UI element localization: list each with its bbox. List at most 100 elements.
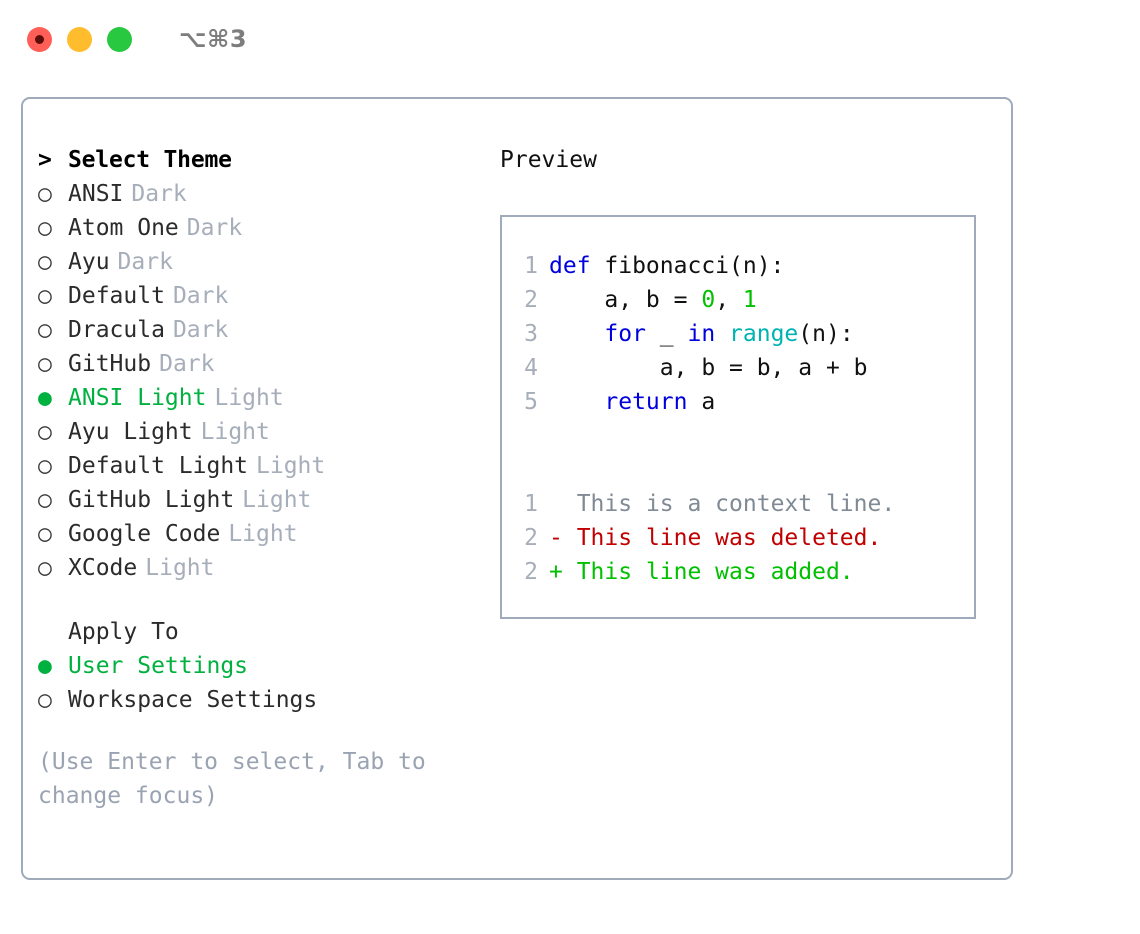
code-token	[549, 389, 604, 415]
code-token: 1	[742, 287, 757, 313]
code-token: for	[604, 321, 646, 347]
theme-name: Default	[68, 283, 165, 309]
diff-sign: +	[549, 559, 577, 585]
theme-name: ANSI Light	[68, 385, 207, 411]
code-token: 0	[701, 287, 716, 313]
diff-text: This line was deleted.	[576, 525, 882, 551]
diff-text: This line was added.	[576, 559, 854, 585]
radio-selected-icon[interactable]: ●	[38, 653, 52, 679]
apply-to-marker-placeholder: ○	[38, 621, 68, 644]
code-token: a, b = b, a + b	[549, 355, 868, 381]
radio-unselected-icon[interactable]: ○	[38, 521, 52, 547]
apply-to-item[interactable]: ●User Settings	[38, 653, 483, 687]
theme-mode-badge: Light	[214, 385, 284, 411]
theme-list-item[interactable]: ○ Default Light Light	[38, 453, 483, 487]
traffic-lights	[27, 26, 132, 52]
theme-name: XCode	[68, 555, 138, 581]
radio-unselected-icon[interactable]: ○	[38, 351, 52, 377]
theme-list-item[interactable]: ○ Ayu Light Light	[38, 419, 483, 453]
theme-list-item[interactable]: ○ Google Code Light	[38, 521, 483, 555]
code-token: fibonacci(n):	[604, 253, 785, 279]
code-line: 5 return a	[516, 385, 895, 419]
radio-selected-icon[interactable]: ●	[38, 385, 52, 411]
code-line: 4 a, b = b, a + b	[516, 351, 895, 385]
theme-mode-badge: Light	[256, 453, 326, 479]
select-theme-title: Select Theme	[68, 147, 232, 173]
caret-icon: >	[38, 147, 52, 173]
apply-to-list: ●User Settings○Workspace Settings	[38, 653, 483, 721]
code-gap-line	[516, 453, 895, 487]
theme-name: ANSI	[68, 181, 124, 207]
close-icon[interactable]	[27, 26, 52, 52]
theme-name: Ayu Light	[68, 419, 193, 445]
code-token: _	[645, 321, 688, 347]
select-theme-header: > Select Theme	[38, 147, 483, 181]
line-number: 2	[524, 559, 538, 585]
code-token	[715, 321, 729, 347]
radio-unselected-icon[interactable]: ○	[38, 249, 52, 275]
theme-mode-badge: Light	[228, 521, 298, 547]
radio-unselected-icon[interactable]: ○	[38, 215, 52, 241]
apply-to-header: ○ Apply To	[38, 619, 483, 653]
theme-mode-badge: Light	[145, 555, 215, 581]
theme-list-item[interactable]: ● ANSI Light Light	[38, 385, 483, 419]
theme-mode-badge: Dark	[159, 351, 215, 377]
diff-line: 2- This line was deleted.	[516, 521, 895, 555]
radio-unselected-icon[interactable]: ○	[38, 555, 52, 581]
theme-list-item[interactable]: ○ XCode Light	[38, 555, 483, 589]
diff-text: This is a context line.	[576, 491, 896, 517]
code-token: return	[604, 389, 688, 415]
code-token: a, b =	[549, 287, 702, 313]
apply-to-title: Apply To	[68, 619, 179, 645]
line-number: 2	[524, 525, 538, 551]
window-titlebar: ⌥⌘3	[0, 0, 1140, 78]
preview-title: Preview	[500, 147, 597, 173]
code-token: ,	[715, 287, 743, 313]
line-number: 2	[524, 287, 538, 313]
code-token: a	[687, 389, 716, 415]
code-line: 2 a, b = 0, 1	[516, 283, 895, 317]
theme-mode-badge: Dark	[131, 181, 187, 207]
theme-list-item[interactable]: ○ GitHub Dark	[38, 351, 483, 385]
maximize-icon[interactable]	[107, 26, 132, 52]
radio-unselected-icon[interactable]: ○	[38, 317, 52, 343]
radio-unselected-icon[interactable]: ○	[38, 487, 52, 513]
minimize-icon[interactable]	[67, 26, 92, 52]
code-line: 3 for _ in range(n):	[516, 317, 895, 351]
theme-name: GitHub	[68, 351, 152, 377]
theme-mode-badge: Dark	[186, 215, 243, 241]
radio-unselected-icon[interactable]: ○	[38, 453, 52, 479]
line-number: 3	[524, 321, 538, 347]
apply-to-item[interactable]: ○Workspace Settings	[38, 687, 483, 721]
section-spacer	[38, 589, 483, 619]
code-token: (n):	[798, 321, 854, 347]
code-token: in	[687, 321, 716, 347]
radio-unselected-icon[interactable]: ○	[38, 181, 52, 207]
theme-name: Ayu	[68, 249, 110, 275]
theme-list-item[interactable]: ○ Default Dark	[38, 283, 483, 317]
theme-name: Dracula	[68, 317, 165, 343]
diff-sign: -	[549, 525, 577, 551]
code-token	[549, 321, 604, 347]
code-token: def	[549, 253, 605, 279]
keyboard-hint-text: (Use Enter to select, Tab to change focu…	[38, 749, 440, 809]
radio-unselected-icon[interactable]: ○	[38, 419, 52, 445]
hint-spacer	[38, 721, 483, 739]
theme-name: Default Light	[68, 453, 249, 479]
theme-name: Google Code	[68, 521, 221, 547]
theme-list-item[interactable]: ○ ANSI Dark	[38, 181, 483, 215]
radio-unselected-icon[interactable]: ○	[38, 283, 52, 309]
theme-mode-badge: Dark	[172, 283, 229, 309]
radio-unselected-icon[interactable]: ○	[38, 687, 52, 713]
theme-mode-badge: Light	[200, 419, 270, 445]
